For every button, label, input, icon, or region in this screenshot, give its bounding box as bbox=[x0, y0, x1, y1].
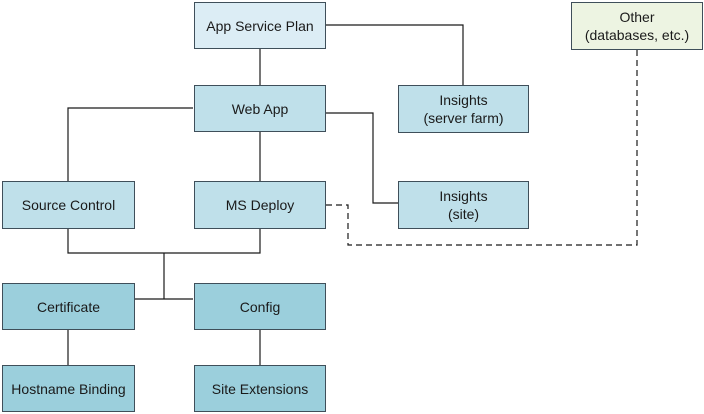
insights-site-label: Insights bbox=[439, 188, 488, 204]
connector-webapp-to-insights-site bbox=[326, 112, 398, 204]
insights-server-farm-node: Insights (server farm) bbox=[398, 85, 529, 133]
hostname-binding-node: Hostname Binding bbox=[2, 365, 135, 412]
other-label: Other bbox=[619, 9, 655, 25]
certificate-label: Certificate bbox=[36, 298, 101, 315]
app-service-plan-label: App Service Plan bbox=[206, 17, 314, 34]
other-sublabel: (databases, etc.) bbox=[584, 27, 690, 43]
web-app-label: Web App bbox=[231, 100, 289, 117]
web-app-node: Web App bbox=[194, 85, 326, 132]
source-control-node: Source Control bbox=[2, 181, 135, 229]
config-node: Config bbox=[194, 283, 326, 330]
config-label: Config bbox=[239, 298, 281, 315]
connector-webapp-to-source-control bbox=[67, 107, 193, 181]
other-node: Other (databases, etc.) bbox=[571, 2, 703, 50]
insights-server-farm-label: Insights bbox=[439, 92, 488, 108]
site-extensions-label: Site Extensions bbox=[211, 380, 309, 397]
ms-deploy-label: MS Deploy bbox=[225, 197, 295, 213]
certificate-node: Certificate bbox=[2, 283, 135, 330]
site-extensions-node: Site Extensions bbox=[194, 365, 326, 412]
insights-server-farm-sublabel: (server farm) bbox=[423, 110, 504, 126]
insights-site-sublabel: (site) bbox=[447, 206, 480, 222]
connector-ms-deploy-to-other bbox=[326, 50, 638, 246]
app-service-plan-node: App Service Plan bbox=[194, 2, 326, 49]
insights-site-node: Insights (site) bbox=[398, 181, 529, 229]
hostname-binding-label: Hostname Binding bbox=[11, 380, 126, 397]
source-control-label: Source Control bbox=[21, 197, 116, 213]
ms-deploy-node: MS Deploy bbox=[194, 181, 326, 229]
connector-plan-to-insights-server-farm bbox=[326, 24, 464, 85]
connector-source-control-down bbox=[67, 229, 261, 254]
